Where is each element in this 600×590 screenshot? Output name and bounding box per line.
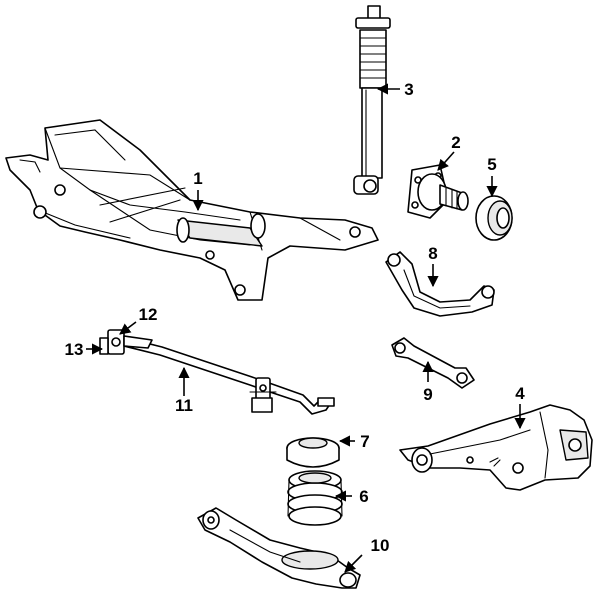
- callout-11: 11: [175, 396, 193, 415]
- wheel-bearing[interactable]: [475, 195, 513, 241]
- upper-control-arm[interactable]: [385, 251, 495, 317]
- leader-12: [119, 321, 137, 335]
- coil-spring[interactable]: [287, 470, 343, 526]
- shock-absorber[interactable]: [353, 5, 391, 195]
- callout-3: 3: [404, 80, 413, 99]
- callout-4: 4: [515, 384, 525, 403]
- callout-2: 2: [451, 133, 460, 152]
- callout-6: 6: [359, 487, 368, 506]
- callout-10: 10: [371, 536, 390, 555]
- callout-5: 5: [487, 155, 496, 174]
- callout-1: 1: [193, 169, 202, 188]
- callout-labels: 1 2 3 4 5 6 7 8 9 10 11 12 13: [65, 80, 526, 555]
- callout-9: 9: [423, 385, 432, 404]
- spring-insulator[interactable]: [286, 437, 340, 468]
- callout-13: 13: [65, 340, 84, 359]
- callout-7: 7: [360, 432, 369, 451]
- lower-control-arm[interactable]: [197, 507, 361, 589]
- callout-leaders: [86, 83, 526, 573]
- wheel-hub[interactable]: [407, 164, 469, 219]
- stabilizer-bar[interactable]: [119, 336, 335, 415]
- stabilizer-bracket[interactable]: [99, 329, 153, 355]
- trailing-arm[interactable]: [399, 404, 593, 491]
- callout-12: 12: [139, 305, 158, 324]
- leader-2: [437, 151, 455, 171]
- leader-10: [344, 554, 363, 573]
- callout-8: 8: [428, 244, 437, 263]
- lower-link[interactable]: [391, 337, 475, 389]
- crossmember-subframe[interactable]: [5, 119, 379, 301]
